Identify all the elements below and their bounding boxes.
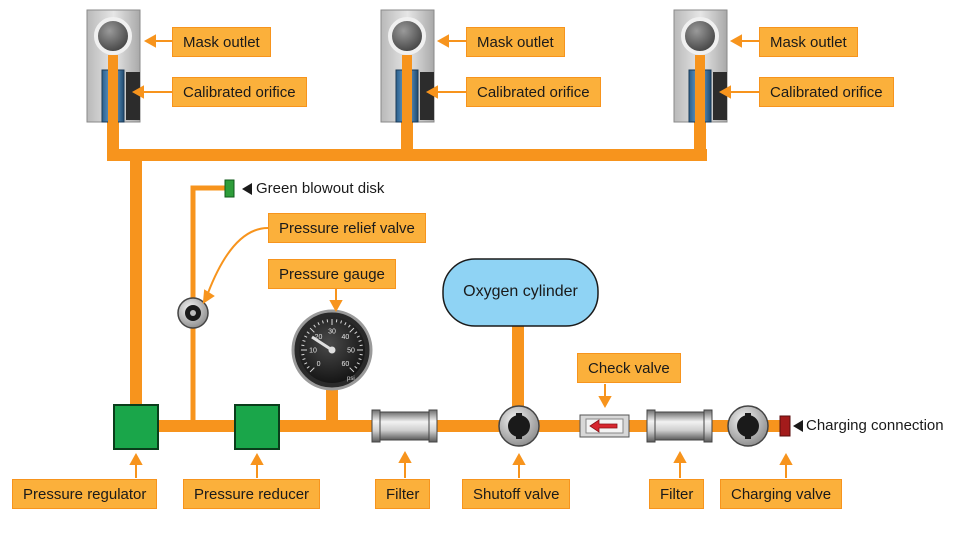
gauge-tick — [304, 362, 308, 365]
shutoff-valve-icon[interactable] — [498, 405, 540, 447]
label-green-blowout-disk: Green blowout disk — [256, 180, 385, 197]
gauge-tick — [304, 335, 308, 338]
label-charging-connection: Charging connection — [806, 417, 944, 434]
gauge-tick-label: 50 — [347, 348, 355, 355]
gauge-tick — [344, 322, 347, 326]
gauge-tick-label: 20 — [315, 334, 323, 341]
gauge-tick — [349, 367, 355, 373]
gauge-tick — [317, 322, 320, 326]
pressure-gauge-icon: 010 20 30 40 50 60 psi — [291, 309, 373, 391]
gauge-tick — [349, 327, 355, 333]
label-mask-outlet-1: Mask outlet — [172, 27, 271, 57]
gauge-tick — [354, 331, 358, 334]
label-filter-2: Filter — [649, 479, 705, 509]
gauge-tick-label: 10 — [309, 348, 317, 355]
gauge-tick — [302, 358, 306, 361]
mask-outlet-icon[interactable] — [94, 17, 132, 55]
filter-2-icon — [646, 409, 713, 443]
label-pressure-gauge: Pressure gauge — [268, 259, 396, 289]
gauge-tick — [340, 320, 343, 324]
gauge-tick — [302, 339, 306, 342]
gauge-tick — [358, 339, 362, 342]
label-calibrated-orifice-2: Calibrated orifice — [466, 77, 601, 107]
gauge-tick — [321, 320, 324, 324]
gauge-tick-label: 60 — [342, 361, 350, 368]
relief-line — [190, 185, 226, 420]
gauge-tick — [306, 331, 310, 334]
label-mask-outlet-2: Mask outlet — [466, 27, 565, 57]
gauge-tick — [309, 327, 315, 333]
gauge-tick — [358, 358, 362, 361]
gauge-tick — [348, 324, 351, 328]
gauge-tick — [313, 324, 316, 328]
label-pressure-relief-valve: Pressure relief valve — [268, 213, 426, 243]
label-filter-1: Filter — [375, 479, 431, 509]
mask-outlet-icon[interactable] — [681, 17, 719, 55]
gauge-tick — [356, 362, 360, 365]
charging-valve-icon[interactable] — [727, 405, 769, 447]
check-valve-icon — [579, 414, 630, 438]
gauge-tick-label: 30 — [328, 329, 336, 336]
gauge-tick — [356, 335, 360, 338]
green-blowout-disk-icon — [224, 179, 235, 198]
gauge-tick — [306, 366, 310, 369]
pressure-regulator-icon[interactable] — [113, 404, 159, 450]
label-pressure-reducer: Pressure reducer — [183, 479, 321, 509]
label-check-valve: Check valve — [577, 353, 681, 383]
gauge-unit-label: psi — [347, 376, 355, 382]
mask-outlet-icon[interactable] — [388, 17, 426, 55]
label-charging-valve: Charging valve — [720, 479, 843, 509]
label-calibrated-orifice-3: Calibrated orifice — [759, 77, 894, 107]
gauge-tick-label: 0 — [317, 361, 321, 368]
pressure-reducer-icon[interactable] — [234, 404, 280, 450]
label-pressure-regulator: Pressure regulator — [12, 479, 158, 509]
gauge-tick — [354, 366, 358, 369]
label-oxygen-cylinder: Oxygen cylinder — [463, 283, 578, 300]
gauge-tick — [309, 367, 315, 373]
oxygen-cylinder-icon — [442, 258, 599, 327]
charging-connection-pointer-icon — [793, 420, 803, 432]
label-calibrated-orifice-1: Calibrated orifice — [172, 77, 307, 107]
annotation-arrows — [129, 34, 793, 478]
gauge-tick-label: 40 — [342, 334, 350, 341]
label-shutoff-valve: Shutoff valve — [462, 479, 571, 509]
blowout-disk-pointer-icon — [242, 183, 252, 195]
filter-1-icon — [371, 409, 438, 443]
label-mask-outlet-3: Mask outlet — [759, 27, 858, 57]
pressure-relief-valve-icon[interactable] — [177, 297, 209, 329]
charging-connection-icon[interactable] — [779, 415, 791, 437]
